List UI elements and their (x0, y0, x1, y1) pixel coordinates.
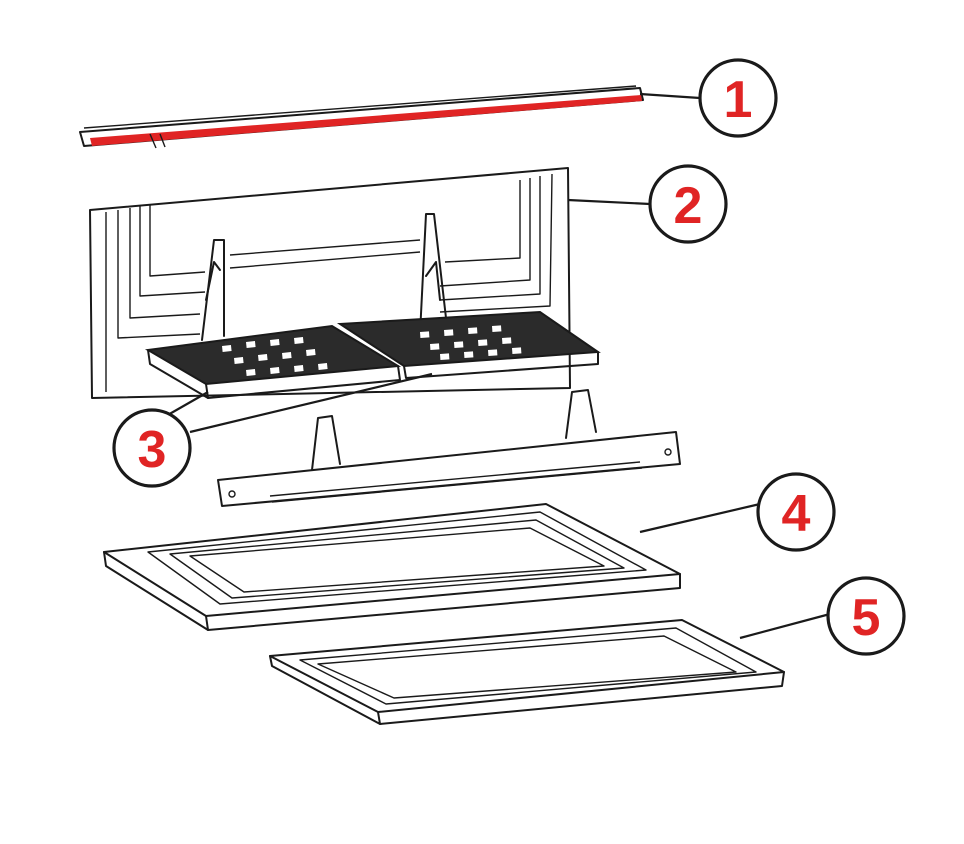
leader-line-4 (639, 502, 761, 534)
callout-2: 2 (648, 164, 728, 244)
callout-3-label: 3 (138, 421, 167, 479)
callout-4-label: 4 (782, 485, 811, 543)
callout-4: 4 (756, 472, 836, 552)
part-1-gasket-strip (79, 85, 644, 149)
callout-5: 5 (826, 576, 906, 656)
leader-line-2 (567, 198, 651, 206)
callout-2-label: 2 (674, 177, 703, 235)
callout-1: 1 (698, 58, 778, 138)
red-seal (90, 95, 642, 146)
callout-1-label: 1 (724, 71, 753, 129)
part-4-door-frame (103, 503, 681, 631)
leader-line-5 (739, 612, 831, 640)
callout-5-label: 5 (852, 589, 881, 647)
leader-line-1 (639, 92, 701, 100)
leader-line-3b (189, 372, 433, 434)
part-2-window-frame (89, 167, 571, 399)
part-5-base-tray (269, 619, 785, 725)
grate-support-bracket (217, 389, 681, 507)
callout-3: 3 (112, 408, 192, 488)
part-3-grates (144, 310, 601, 399)
